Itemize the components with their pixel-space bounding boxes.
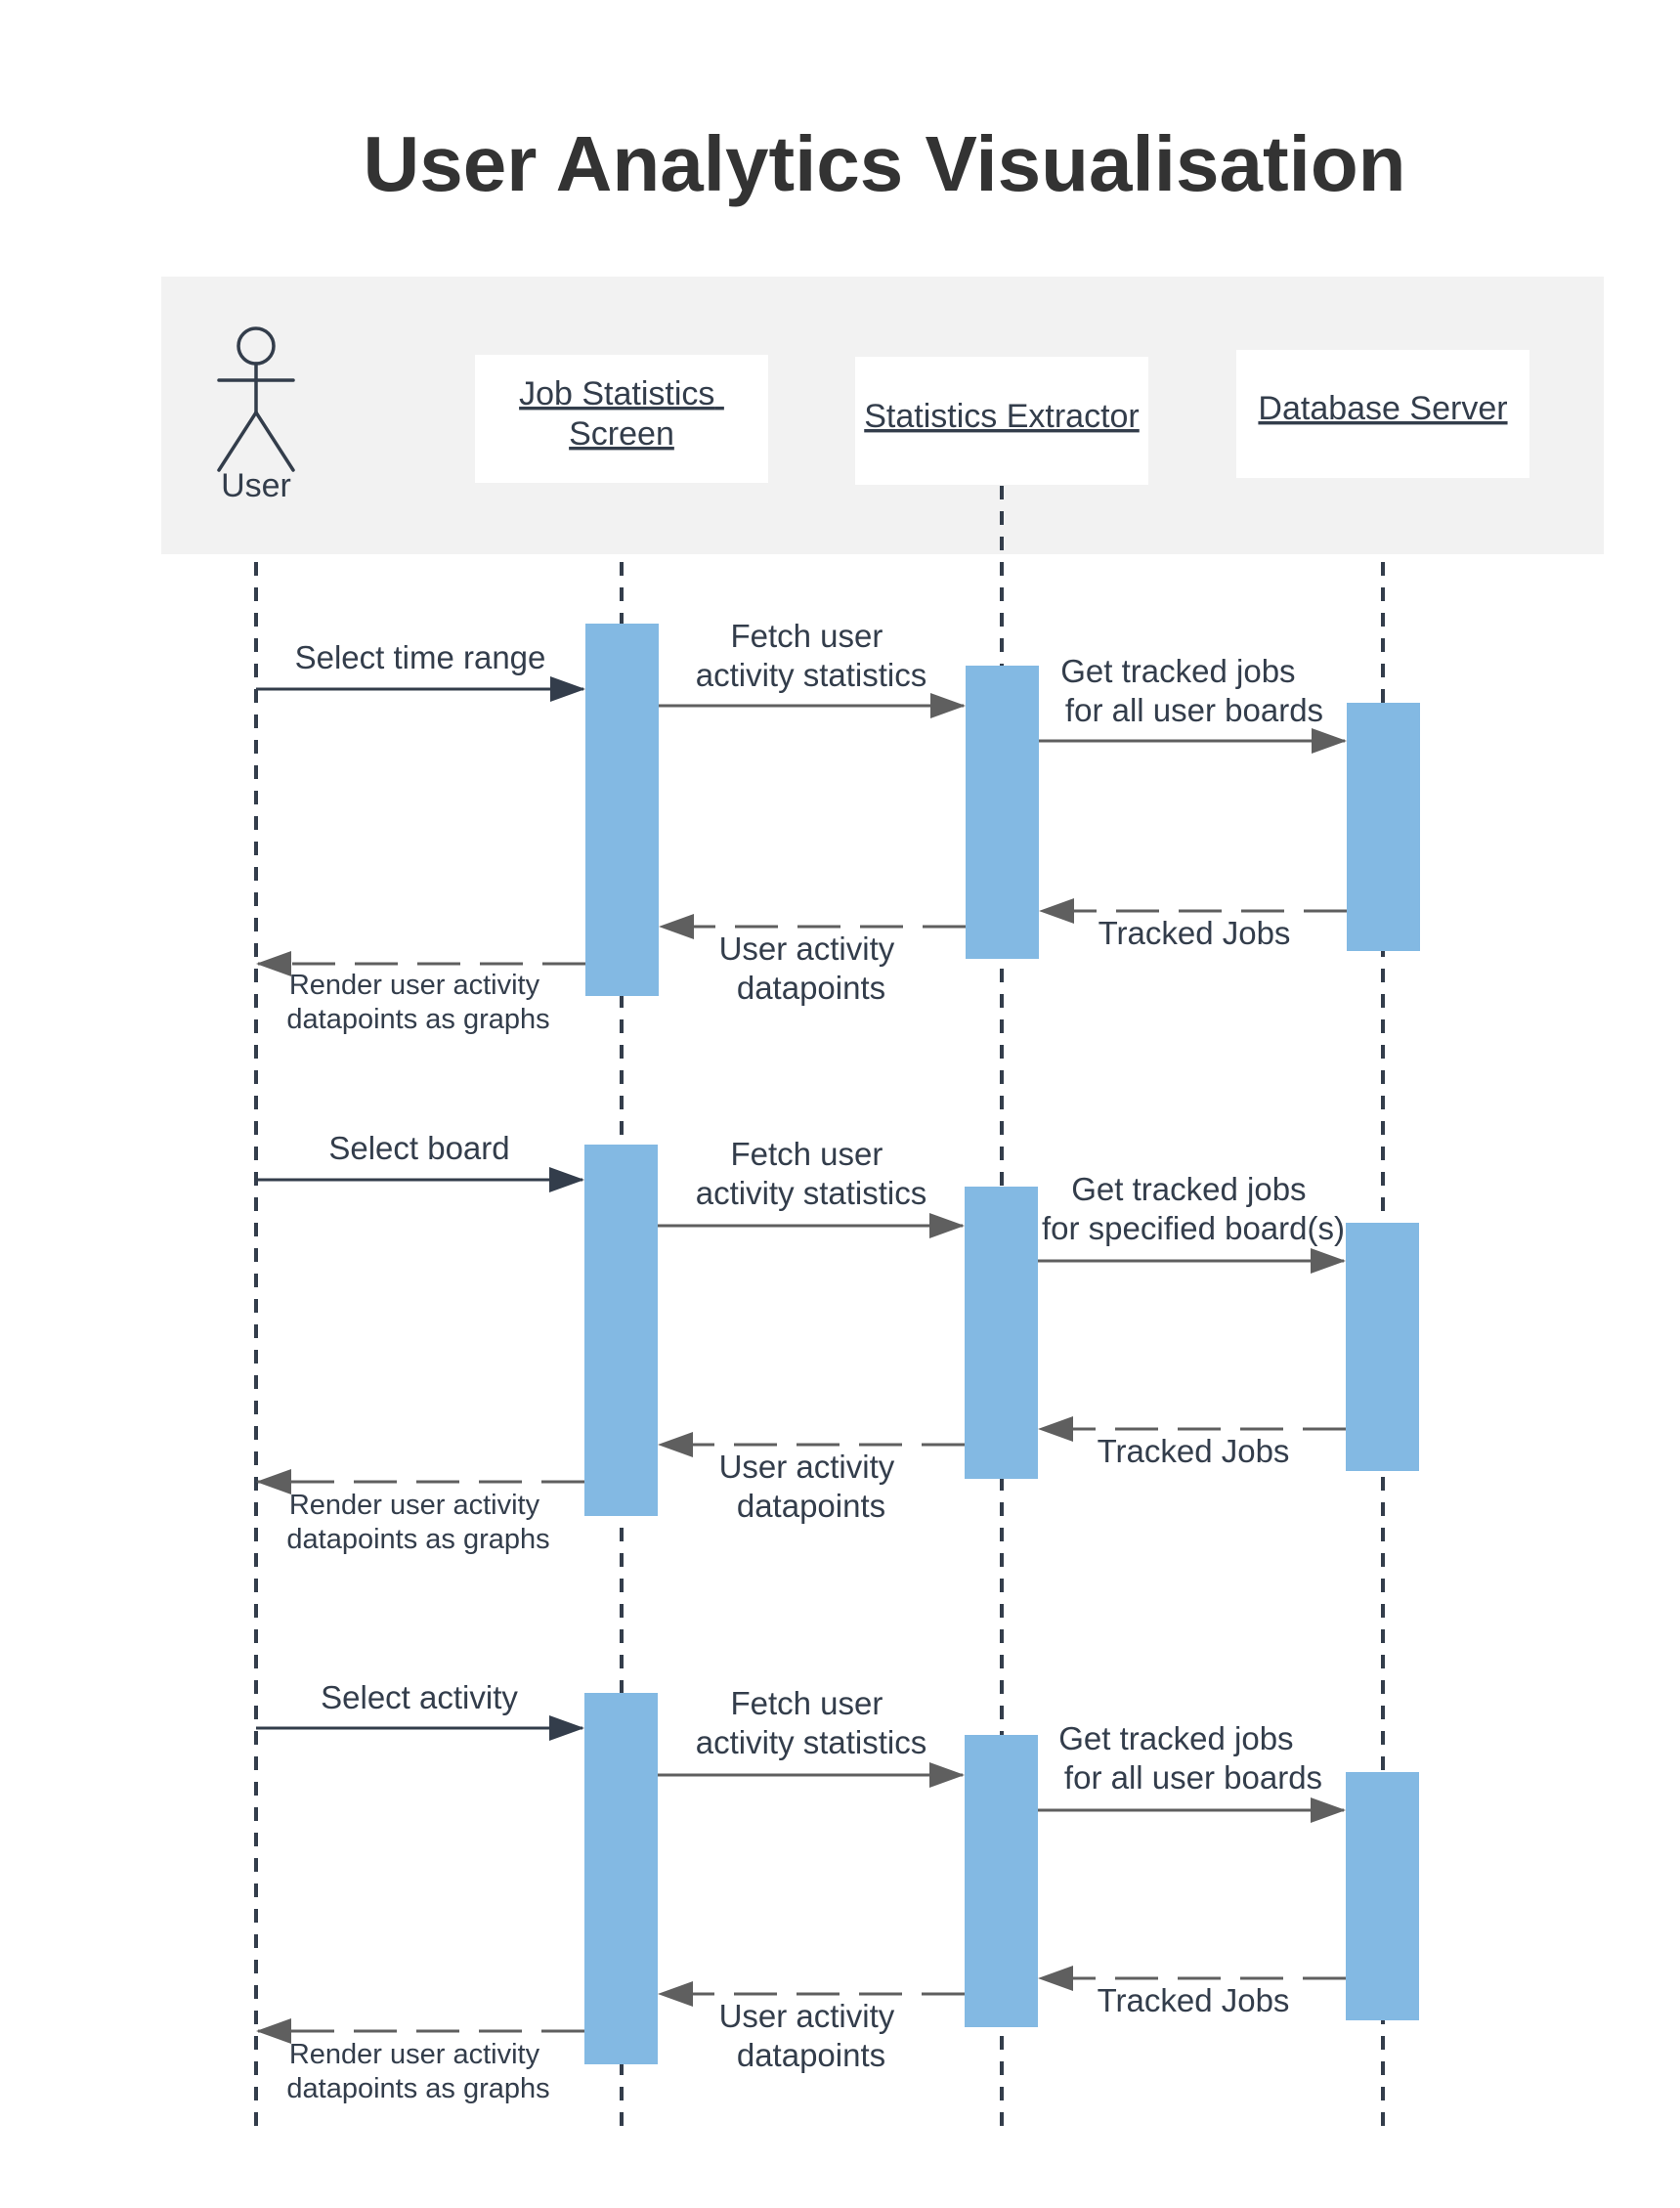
sequence-2: Select board Fetch user activity statist… — [256, 1130, 1419, 1555]
activation-screen — [585, 624, 659, 996]
diagram-title: User Analytics Visualisation — [363, 120, 1405, 207]
return-label-extractor: User activity datapoints — [719, 931, 904, 1006]
return-label-extractor: User activity datapoints — [719, 1449, 904, 1524]
activation-screen — [584, 1145, 658, 1516]
message-label-request: Select time range — [295, 639, 546, 675]
message-label-fetch: Fetch user activity statistics — [696, 1685, 927, 1760]
activation-db — [1347, 703, 1420, 951]
participant-label-screen: Job Statistics Screen — [519, 375, 724, 453]
activation-extractor — [965, 1735, 1038, 2027]
message-label-fetch: Fetch user activity statistics — [696, 1136, 927, 1211]
participant-label-extractor: Statistics Extractor — [864, 398, 1140, 435]
activation-extractor — [965, 1187, 1038, 1479]
return-label-render: Render user activity datapoints as graph… — [286, 1490, 549, 1555]
return-label-render: Render user activity datapoints as graph… — [286, 970, 549, 1035]
return-label-db: Tracked Jobs — [1098, 915, 1291, 951]
message-label-request: Select board — [328, 1130, 509, 1166]
message-label-query: Get tracked jobs for specified board(s) — [1042, 1171, 1345, 1246]
activation-db — [1346, 1772, 1419, 2020]
message-label-request: Select activity — [321, 1679, 518, 1715]
return-label-extractor: User activity datapoints — [719, 1998, 904, 2073]
activation-extractor — [966, 666, 1039, 959]
return-label-render: Render user activity datapoints as graph… — [286, 2039, 549, 2104]
user-actor-icon — [217, 326, 295, 472]
lifelines — [254, 486, 1385, 2131]
sequence-1: Select time range Fetch user activity st… — [256, 618, 1420, 1035]
return-label-db: Tracked Jobs — [1098, 1982, 1290, 2018]
message-label-query: Get tracked jobs for all user boards — [1060, 653, 1323, 728]
participant-box-db — [1236, 350, 1529, 478]
activation-screen — [584, 1693, 658, 2064]
participant-label-db: Database Server — [1258, 390, 1507, 427]
participant-box-extractor — [855, 357, 1148, 485]
return-label-db: Tracked Jobs — [1098, 1433, 1290, 1469]
message-label-query: Get tracked jobs for all user boards — [1058, 1720, 1322, 1796]
participant-box-screen — [475, 355, 768, 483]
sequence-3: Select activity Fetch user activity stat… — [256, 1679, 1419, 2104]
message-label-fetch: Fetch user activity statistics — [696, 618, 927, 693]
participant-label-user: User — [221, 467, 291, 504]
activation-db — [1346, 1223, 1419, 1471]
